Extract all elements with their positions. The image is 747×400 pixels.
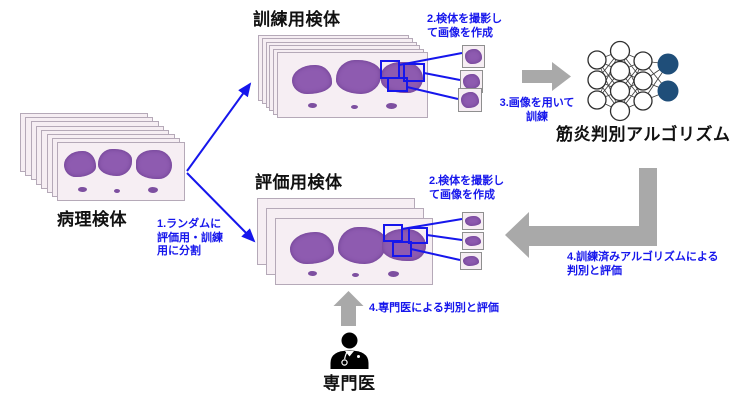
detection-box <box>387 77 408 92</box>
arrow-elbow-left-icon <box>505 168 657 258</box>
arrow-right-icon <box>522 62 571 91</box>
note-step2-capture-evaluation: 2.検体を撮影し て画像を作成 <box>429 175 505 201</box>
arrow-up-icon <box>333 291 364 326</box>
detection-box <box>383 224 403 242</box>
specimen-slide <box>57 142 185 201</box>
tissue-blob <box>292 65 332 94</box>
training-stack-label: 訓練用検体 <box>253 10 341 29</box>
detection-box <box>392 241 412 257</box>
evaluation-stack-label: 評価用検体 <box>255 173 343 192</box>
tissue-blob <box>338 227 386 264</box>
image-patch <box>462 45 485 68</box>
algorithm-label: 筋炎判別アルゴリズム <box>556 125 731 144</box>
tissue-blob <box>136 150 172 179</box>
tissue-blob <box>64 151 96 177</box>
neural-network-diagram <box>587 40 679 122</box>
specimen-slide <box>275 218 433 285</box>
image-patch <box>462 232 484 250</box>
note-step3-train: 3.画像を用いて 訓練 <box>499 97 575 123</box>
tissue-blob <box>336 60 381 94</box>
image-patch <box>460 70 483 93</box>
image-patch <box>460 252 482 270</box>
note-step4-algorithm-eval: 4.訓練済みアルゴリズムによる 判別と評価 <box>567 251 719 277</box>
tissue-blob <box>290 232 334 264</box>
note-step2-capture-training: 2.検体を撮影し て画像を作成 <box>427 13 503 39</box>
doctor-icon <box>330 332 369 369</box>
image-patch <box>462 212 484 230</box>
note-step1-split: 1.ランダムに 評価用・訓練 用に分割 <box>157 218 223 257</box>
specialist-label: 専門医 <box>323 374 376 393</box>
note-step4-specialist-eval: 4.専門医による判別と評価 <box>369 302 499 314</box>
pathology-stack-label: 病理検体 <box>57 210 127 229</box>
image-patch <box>458 88 482 112</box>
tissue-blob <box>98 149 132 176</box>
